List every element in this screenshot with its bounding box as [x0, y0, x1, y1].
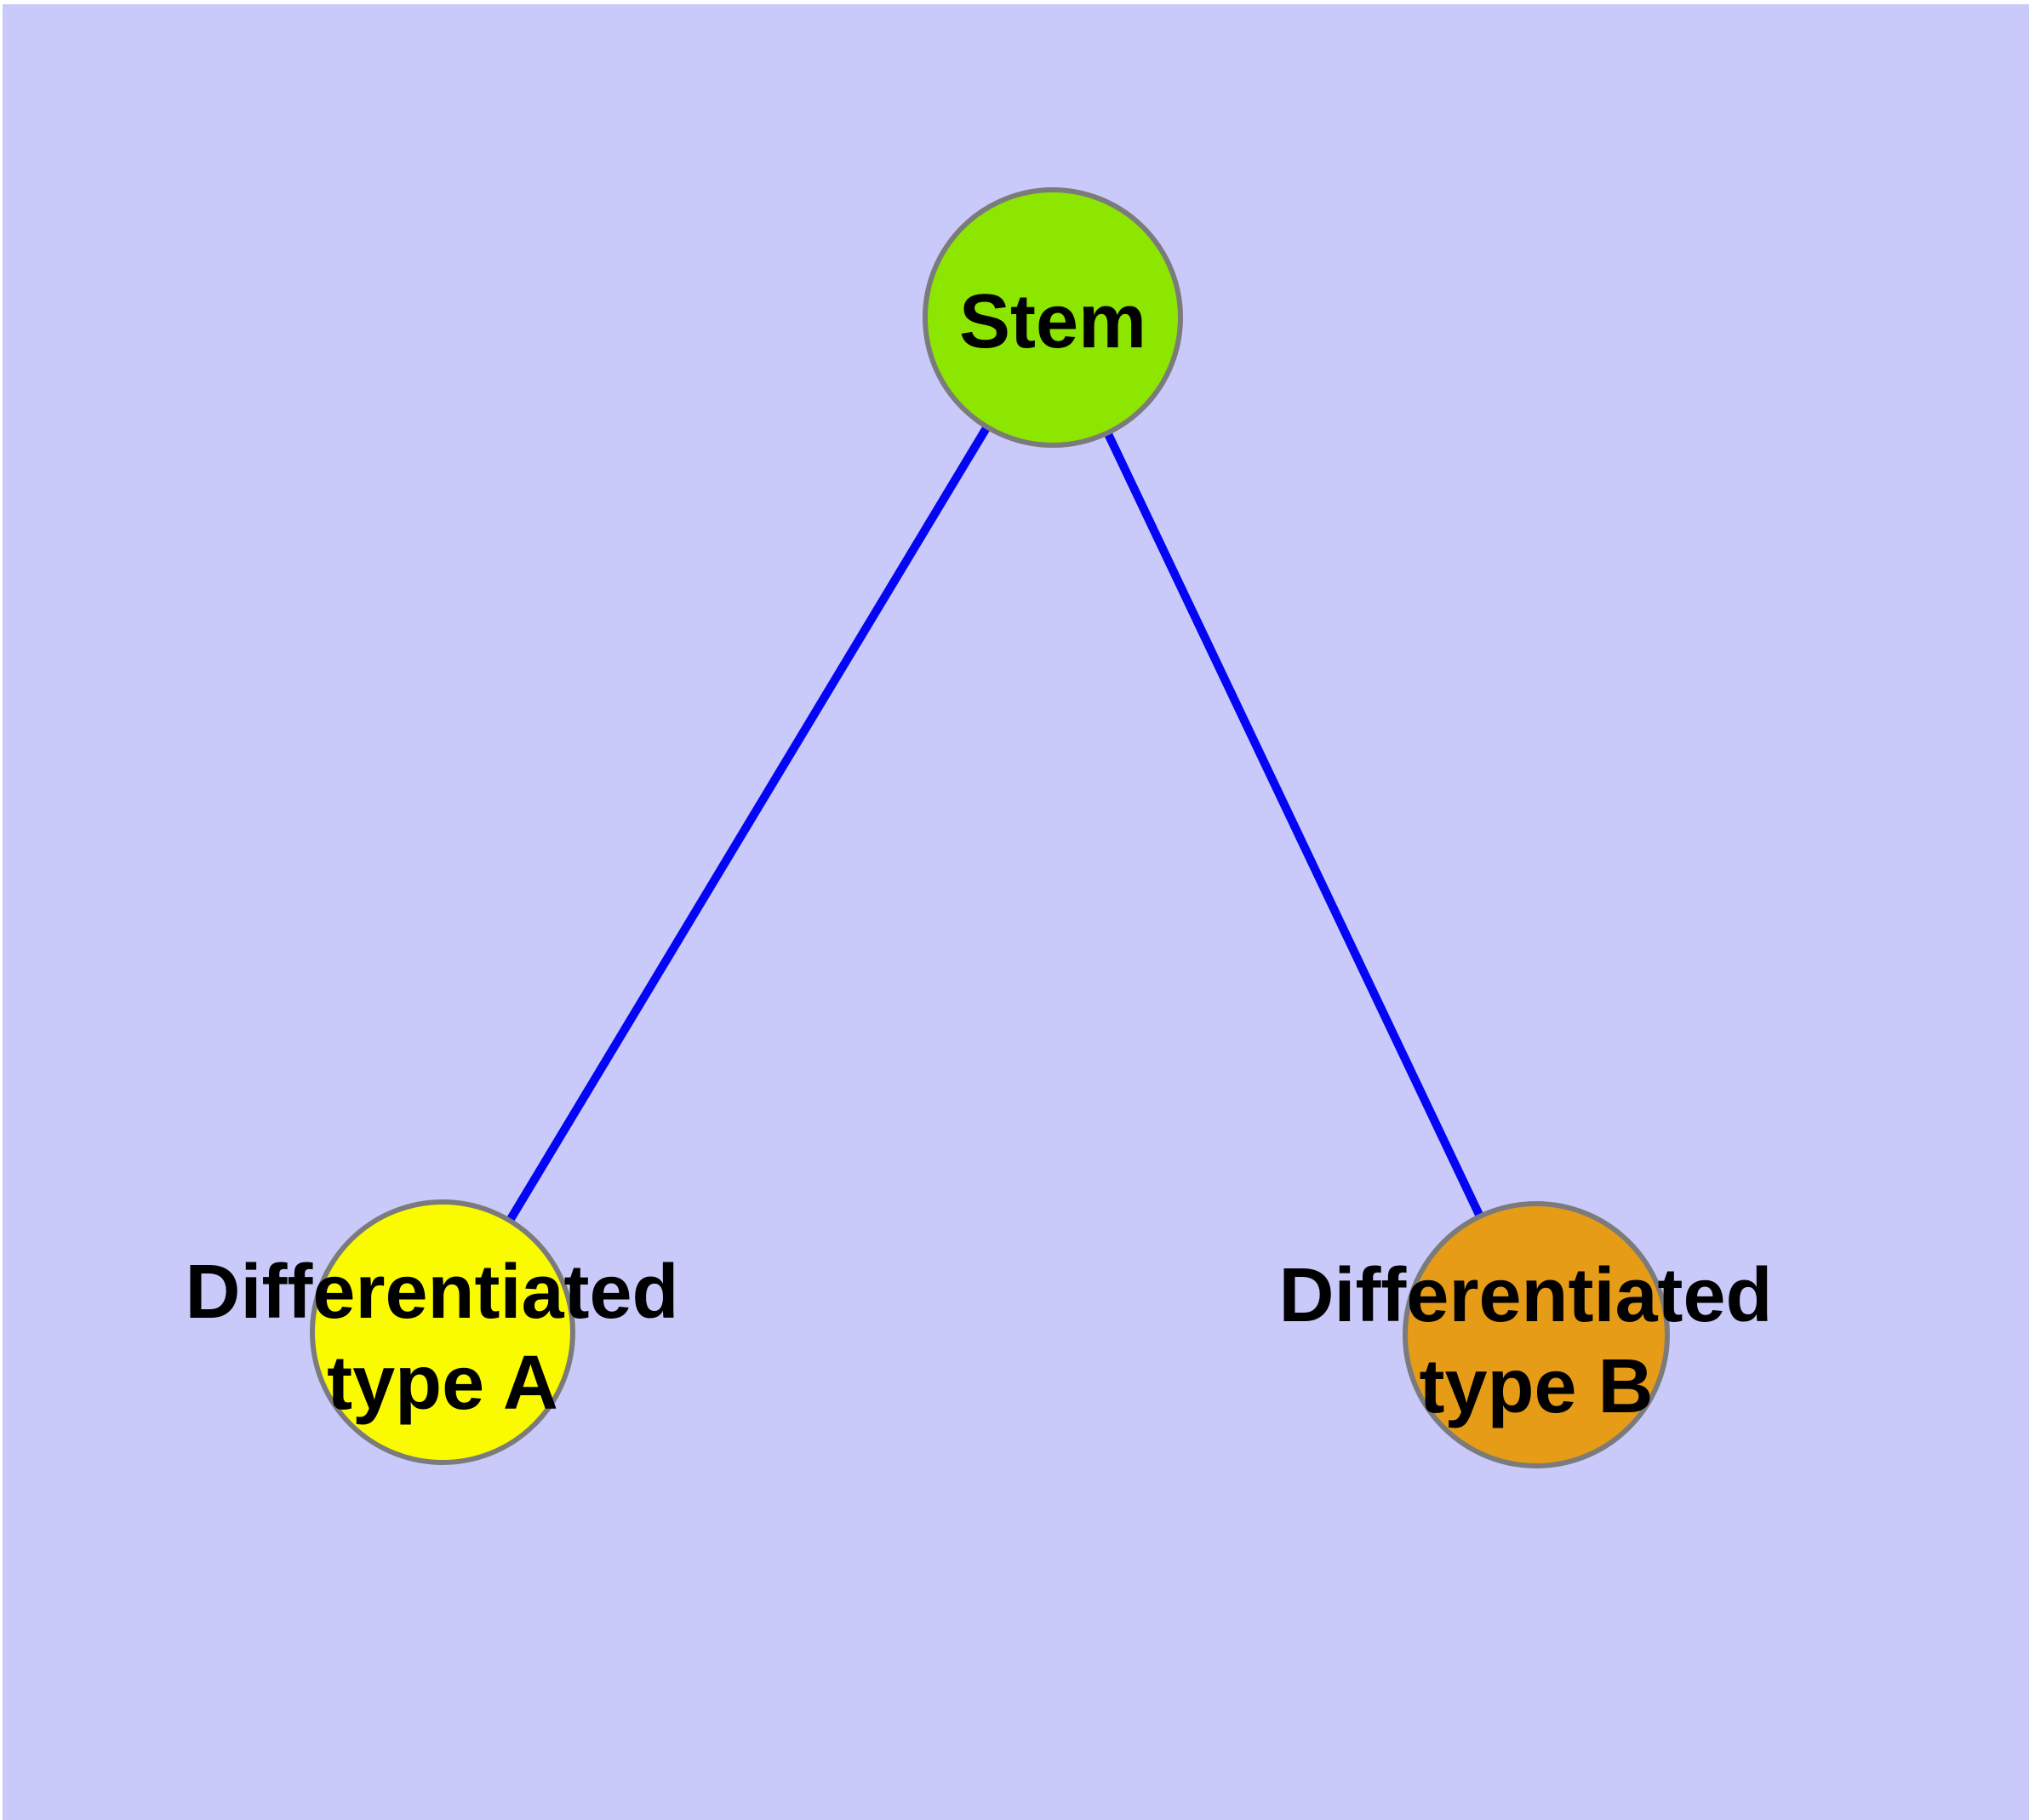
edge-stem-to-type-b	[1049, 315, 1540, 1337]
node-label-line: Differentiated	[1278, 1253, 1772, 1338]
node-differentiated-type-b	[1403, 1201, 1670, 1468]
node-differentiated-type-a	[310, 1199, 575, 1465]
edge-stem-to-type-a	[438, 315, 1057, 1335]
node-label-differentiated-type-a: Differentiated type A	[185, 1250, 700, 1426]
node-stem	[923, 187, 1183, 448]
node-label-line: Differentiated	[185, 1250, 678, 1335]
node-label-line: type B	[1419, 1344, 1653, 1429]
node-label-differentiated-type-b: Differentiated type B	[1278, 1253, 1793, 1429]
node-label-stem: Stem	[959, 279, 1146, 364]
node-label-line: type A	[327, 1341, 558, 1426]
